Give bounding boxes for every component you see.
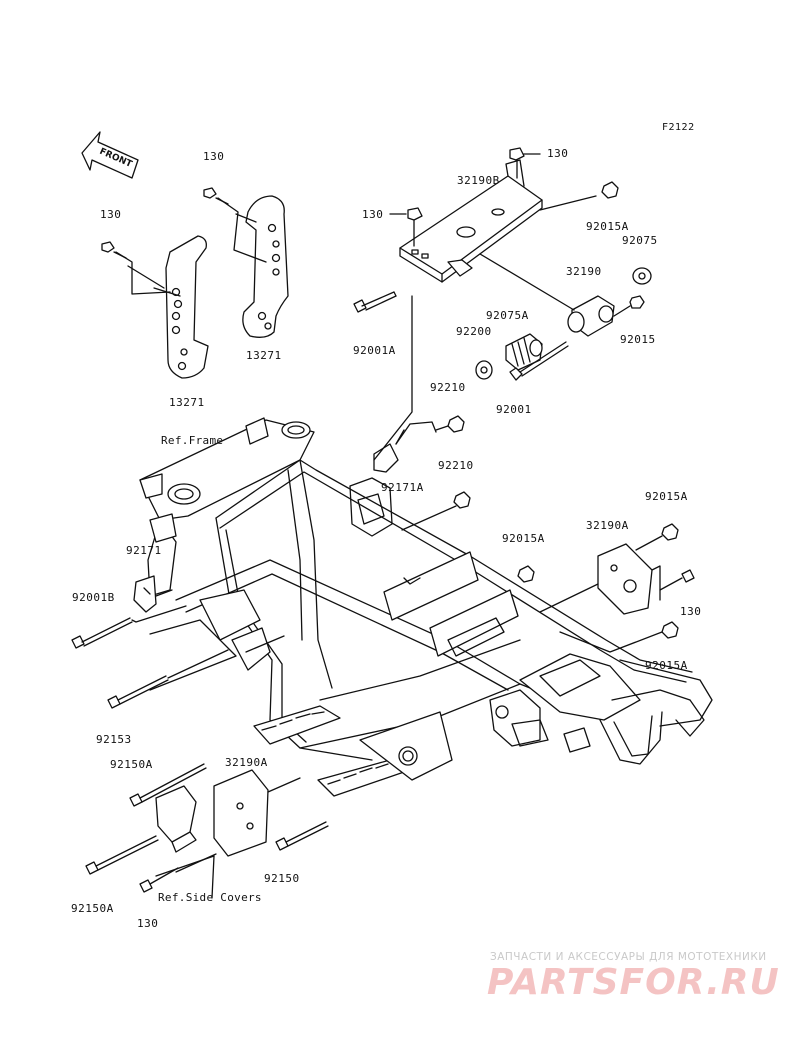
part-label-92153: 92153 [96, 733, 132, 746]
bracket-13271-right [242, 195, 289, 338]
bracket-13271-left [165, 235, 209, 379]
washer-92075 [632, 267, 652, 285]
bracket-92171a [373, 421, 449, 473]
part-label-32190b: 32190B [457, 174, 500, 187]
part-label-92001b: 92001B [72, 591, 115, 604]
part-label-92015a: 92015A [586, 220, 629, 233]
part-label-13271: 13271 [169, 396, 205, 409]
ref-side-covers-label: Ref.Side Covers [158, 891, 262, 904]
bolt-130-upper [509, 147, 541, 179]
nut-92210-upper [447, 415, 465, 433]
plate-32190a-lower [213, 769, 301, 857]
part-label-130: 130 [680, 605, 702, 618]
figure-code: F2122 [662, 122, 695, 133]
pivot-32190 [479, 253, 615, 337]
part-label-92001: 92001 [496, 403, 532, 416]
bracket-92171 [133, 575, 173, 613]
engine-mount-block [349, 477, 393, 537]
nut-92015a-right-upper [635, 523, 679, 551]
part-label-92171: 92171 [126, 544, 162, 557]
part-label-130: 130 [137, 917, 159, 930]
part-label-92015a: 92015A [645, 659, 688, 672]
nut-92015a-upper [539, 181, 619, 211]
bolt-92150a-upper [129, 763, 207, 807]
part-label-130: 130 [203, 150, 225, 163]
part-label-32190a: 32190A [225, 756, 268, 769]
bolt-92150 [275, 821, 329, 851]
bolt-130-lower [139, 867, 179, 893]
nut-92015a-right-lower [559, 621, 679, 653]
part-label-92150a: 92150A [110, 758, 153, 771]
part-label-92210: 92210 [430, 381, 466, 394]
part-label-92075: 92075 [622, 234, 658, 247]
bolt-92001 [509, 341, 569, 381]
washer-92200 [475, 360, 493, 380]
part-label-32190a: 32190A [586, 519, 629, 532]
part-label-92150: 92150 [264, 872, 300, 885]
nut-92015 [613, 295, 645, 317]
part-label-92001a: 92001A [353, 344, 396, 357]
bush-92075a [505, 333, 543, 371]
bracket-32190b [399, 159, 543, 283]
part-label-13271: 13271 [246, 349, 282, 362]
part-label-92015a: 92015A [502, 532, 545, 545]
part-label-130: 130 [362, 208, 384, 221]
part-label-92200: 92200 [456, 325, 492, 338]
part-label-92171a: 92171A [381, 481, 424, 494]
bolt-92001a [353, 291, 397, 313]
bolt-130-right [203, 187, 229, 205]
part-label-92015: 92015 [620, 333, 656, 346]
bracket-left-bottom [155, 785, 197, 853]
part-label-92075a: 92075A [486, 309, 529, 322]
part-label-32190: 32190 [566, 265, 602, 278]
bolt-130-mid [389, 207, 423, 247]
plate-32190a-upper [539, 543, 661, 615]
part-label-130: 130 [100, 208, 122, 221]
main-frame [139, 417, 713, 797]
part-label-92210: 92210 [438, 459, 474, 472]
bolt-92153 [107, 675, 169, 709]
bolt-92001b [71, 605, 187, 649]
bolt-92150a-lower [85, 835, 159, 875]
front-arrow-icon: FRONT [81, 131, 139, 179]
nut-92210-lower [401, 491, 471, 531]
part-label-92150a: 92150A [71, 902, 114, 915]
ref-frame-label: Ref.Frame [161, 434, 224, 447]
part-label-130: 130 [547, 147, 569, 160]
part-label-92015a: 92015A [645, 490, 688, 503]
watermark-logo: PARTSFOR.RU [487, 962, 780, 1003]
bolt-130-right-side [659, 569, 695, 591]
watermark-tagline: ЗАПЧАСТИ И АКСЕССУАРЫ ДЛЯ МОТОТЕХНИКИ [490, 951, 767, 963]
nut-92015a-center [517, 565, 535, 583]
